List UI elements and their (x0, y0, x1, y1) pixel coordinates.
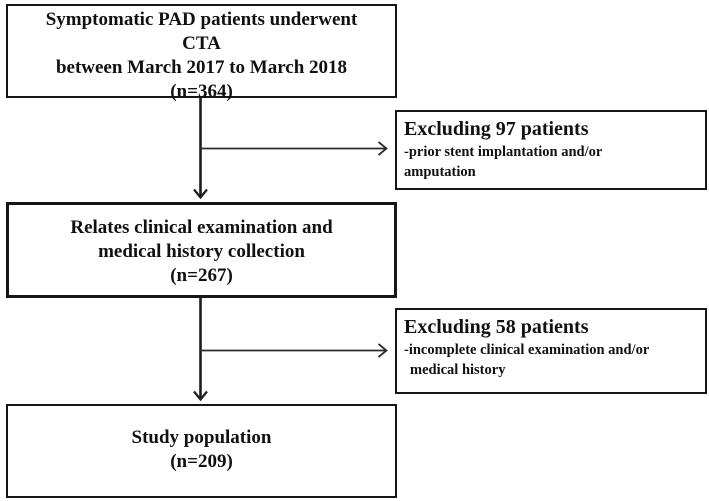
exclusion-58-detail-1: -incomplete clinical examination and/or (404, 342, 650, 358)
arrow-down-1 (193, 98, 208, 200)
arrow-right-1 (200, 141, 388, 156)
box-study-count: (n=209) (170, 451, 233, 472)
box-clinical-count: (n=267) (170, 265, 233, 286)
arrow-right-2 (200, 343, 388, 358)
box-cta-count: (n=364) (170, 81, 233, 102)
exclusion-58-title: Excluding 58 patients (404, 316, 589, 338)
box-cta-line-3: between March 2017 to March 2018 (55, 57, 348, 78)
box-cta-line-1: Symptomatic PAD patients underwent (45, 9, 358, 30)
box-study-population: Study population (n=209) (6, 404, 397, 498)
box-clinical-examination: Relates clinical examination and medical… (6, 202, 397, 298)
box-clinical-line-1: Relates clinical examination and (70, 217, 333, 238)
box-cta-patients: Symptomatic PAD patients underwent CTA b… (6, 4, 397, 102)
exclusion-58-detail-2: medical history (410, 362, 506, 378)
box-clinical-line-2: medical history collection (98, 241, 305, 262)
exclusion-97-detail-2: amputation (404, 164, 476, 180)
box-cta-line-2: CTA (182, 33, 221, 54)
exclusion-97-title: Excluding 97 patients (404, 118, 589, 140)
arrow-down-2 (193, 298, 208, 402)
box-study-line-1: Study population (131, 427, 272, 448)
box-exclusion-97: Excluding 97 patients -prior stent impla… (395, 110, 707, 190)
exclusion-97-detail-1: -prior stent implantation and/or (404, 144, 603, 160)
box-exclusion-58: Excluding 58 patients -incomplete clinic… (395, 308, 707, 394)
